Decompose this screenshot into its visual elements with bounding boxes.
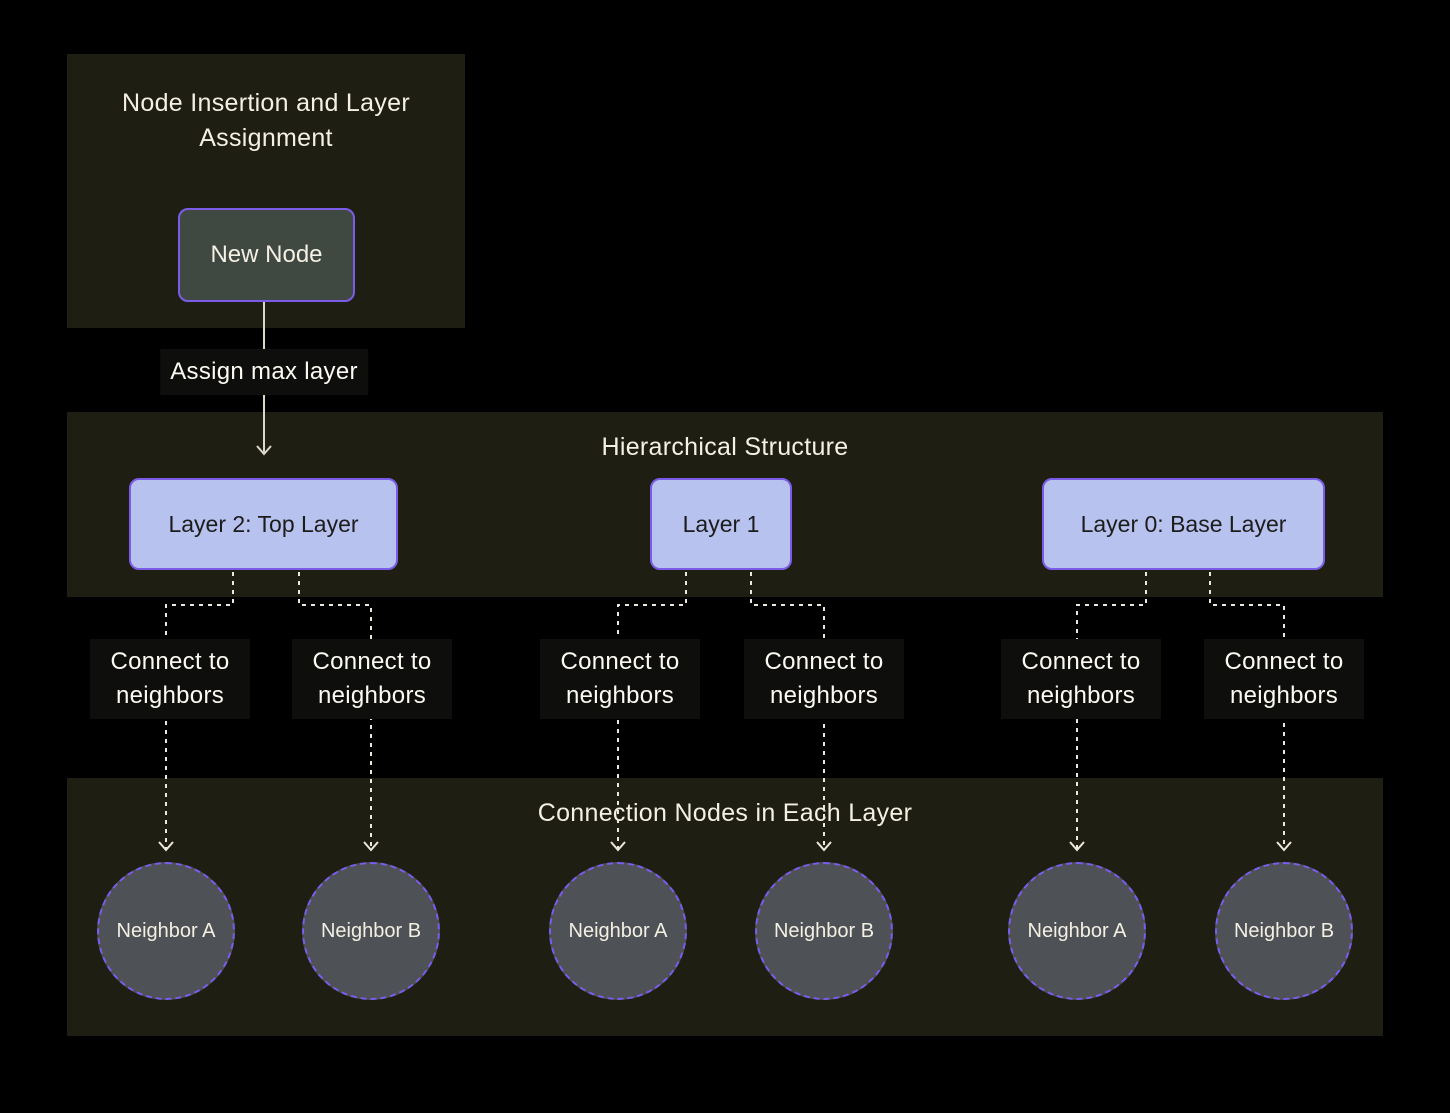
- edge-label-connect-neighbors-6: Connect to neighbors: [1204, 639, 1364, 719]
- subgraph-title-node-insertion: Node Insertion and Layer Assignment: [122, 89, 410, 152]
- node-new-node: New Node: [178, 208, 355, 302]
- node-neighbor-b1: Neighbor B: [302, 862, 440, 1000]
- node-layer-2: Layer 2: Top Layer: [129, 478, 398, 570]
- node-neighbor-a1: Neighbor A: [97, 862, 235, 1000]
- node-neighbor-a3-label: Neighbor A: [1027, 919, 1127, 942]
- node-neighbor-a2: Neighbor A: [549, 862, 687, 1000]
- edge-label-connect-neighbors-2: Connect to neighbors: [292, 639, 452, 719]
- node-layer-0: Layer 0: Base Layer: [1042, 478, 1325, 570]
- node-neighbor-b2: Neighbor B: [755, 862, 893, 1000]
- node-neighbor-b1-label: Neighbor B: [320, 919, 422, 942]
- edge-label-connect-neighbors-5: Connect to neighbors: [1001, 639, 1161, 719]
- edge-label-assign-max-layer: Assign max layer: [160, 349, 368, 395]
- node-neighbor-a3: Neighbor A: [1008, 862, 1146, 1000]
- node-layer-0-label: Layer 0: Base Layer: [1080, 510, 1287, 537]
- node-neighbor-a2-label: Neighbor A: [568, 919, 668, 942]
- edge-label-connect-neighbors-1: Connect to neighbors: [90, 639, 250, 719]
- subgraph-title-hierarchical-structure: Hierarchical Structure: [601, 433, 849, 461]
- subgraph-connection-nodes: Connection Nodes in Each Layer Neighbor …: [67, 778, 1383, 1036]
- node-neighbor-b3: Neighbor B: [1215, 862, 1353, 1000]
- node-layer-1: Layer 1: [650, 478, 792, 570]
- node-layer-1-label: Layer 1: [682, 510, 760, 537]
- node-neighbor-a1-label: Neighbor A: [116, 919, 216, 942]
- subgraph-hierarchical-structure: Hierarchical Structure Layer 2: Top Laye…: [67, 412, 1383, 597]
- node-new-node-label: New Node: [210, 241, 323, 268]
- node-layer-2-label: Layer 2: Top Layer: [168, 510, 359, 537]
- edge-label-connect-neighbors-3: Connect to neighbors: [540, 639, 700, 719]
- subgraph-title-connection-nodes: Connection Nodes in Each Layer: [537, 799, 913, 827]
- subgraph-node-insertion: Node Insertion and Layer Assignment New …: [67, 54, 465, 328]
- node-neighbor-b2-label: Neighbor B: [773, 919, 875, 942]
- edge-label-connect-neighbors-4: Connect to neighbors: [744, 639, 904, 719]
- node-neighbor-b3-label: Neighbor B: [1233, 919, 1335, 942]
